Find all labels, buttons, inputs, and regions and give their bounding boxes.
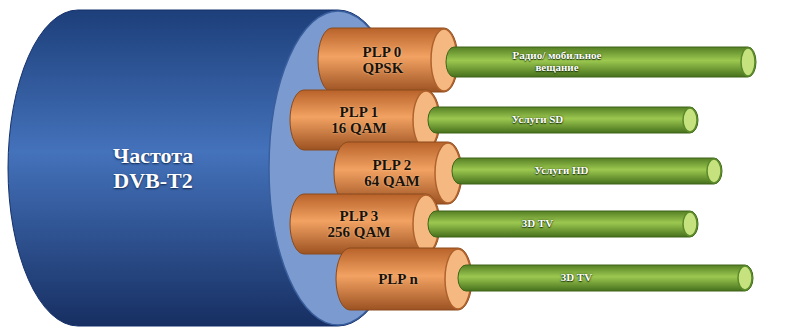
text-area: Частота DVB-T2 <box>38 10 268 326</box>
service-tube: Услуги SD <box>428 107 698 133</box>
service-tube: Радио/ мобильное вещание <box>446 47 756 77</box>
text-area: Радио/ мобильное вещание <box>476 47 638 77</box>
plp-cylinder: PLP 1 16 QAM <box>290 90 440 150</box>
service-tube-shape <box>458 265 753 291</box>
service-tube-face <box>738 266 752 290</box>
service-label: 3D TV <box>560 272 593 284</box>
service-tube-shape <box>428 211 698 237</box>
service-label: 3D TV <box>521 218 554 230</box>
plp-cylinder-body <box>336 248 472 310</box>
plp-label: PLP n <box>378 271 419 288</box>
plp-cylinder-body <box>290 90 440 150</box>
service-tube-face <box>683 108 697 132</box>
text-area: Услуги SD <box>458 107 617 133</box>
service-label: Радио/ мобильное вещание <box>513 50 602 73</box>
service-tube: Услуги HD <box>452 158 722 184</box>
plp-label: PLP 0 QPSK <box>363 44 402 77</box>
text-area: PLP 3 256 QAM <box>306 194 412 254</box>
service-tube-body <box>428 211 698 237</box>
text-area: PLP n <box>352 248 444 310</box>
service-tube-face <box>741 48 755 76</box>
service-tube-body <box>458 265 753 291</box>
service-tube-body <box>452 158 722 184</box>
plp-cylinder: PLP 3 256 QAM <box>290 194 440 254</box>
text-area: PLP 0 QPSK <box>334 28 430 92</box>
service-label: Услуги SD <box>511 114 564 126</box>
plp-cylinder-body <box>290 194 440 254</box>
plp-label: PLP 1 16 QAM <box>331 104 387 137</box>
service-tube-body <box>428 107 698 133</box>
text-area: 3D TV <box>458 211 617 237</box>
plp-cylinder: PLP 0 QPSK <box>318 28 458 92</box>
text-area: Услуги HD <box>482 158 641 184</box>
service-tube-body <box>446 47 756 77</box>
text-area: 3D TV <box>488 265 665 291</box>
plp-cylinder: PLP n <box>336 248 472 310</box>
service-tube-face <box>707 159 721 183</box>
service-tube-face <box>683 212 697 236</box>
service-tube: 3D TV <box>458 265 753 291</box>
plp-label: PLP 2 64 QAM <box>364 157 420 190</box>
service-tube: 3D TV <box>428 211 698 237</box>
frequency-label: Частота DVB-T2 <box>113 143 193 194</box>
plp-cylinder-body <box>318 28 458 92</box>
text-area: PLP 1 16 QAM <box>306 90 412 150</box>
plp-label: PLP 3 256 QAM <box>328 208 391 241</box>
service-label: Услуги HD <box>534 165 590 177</box>
